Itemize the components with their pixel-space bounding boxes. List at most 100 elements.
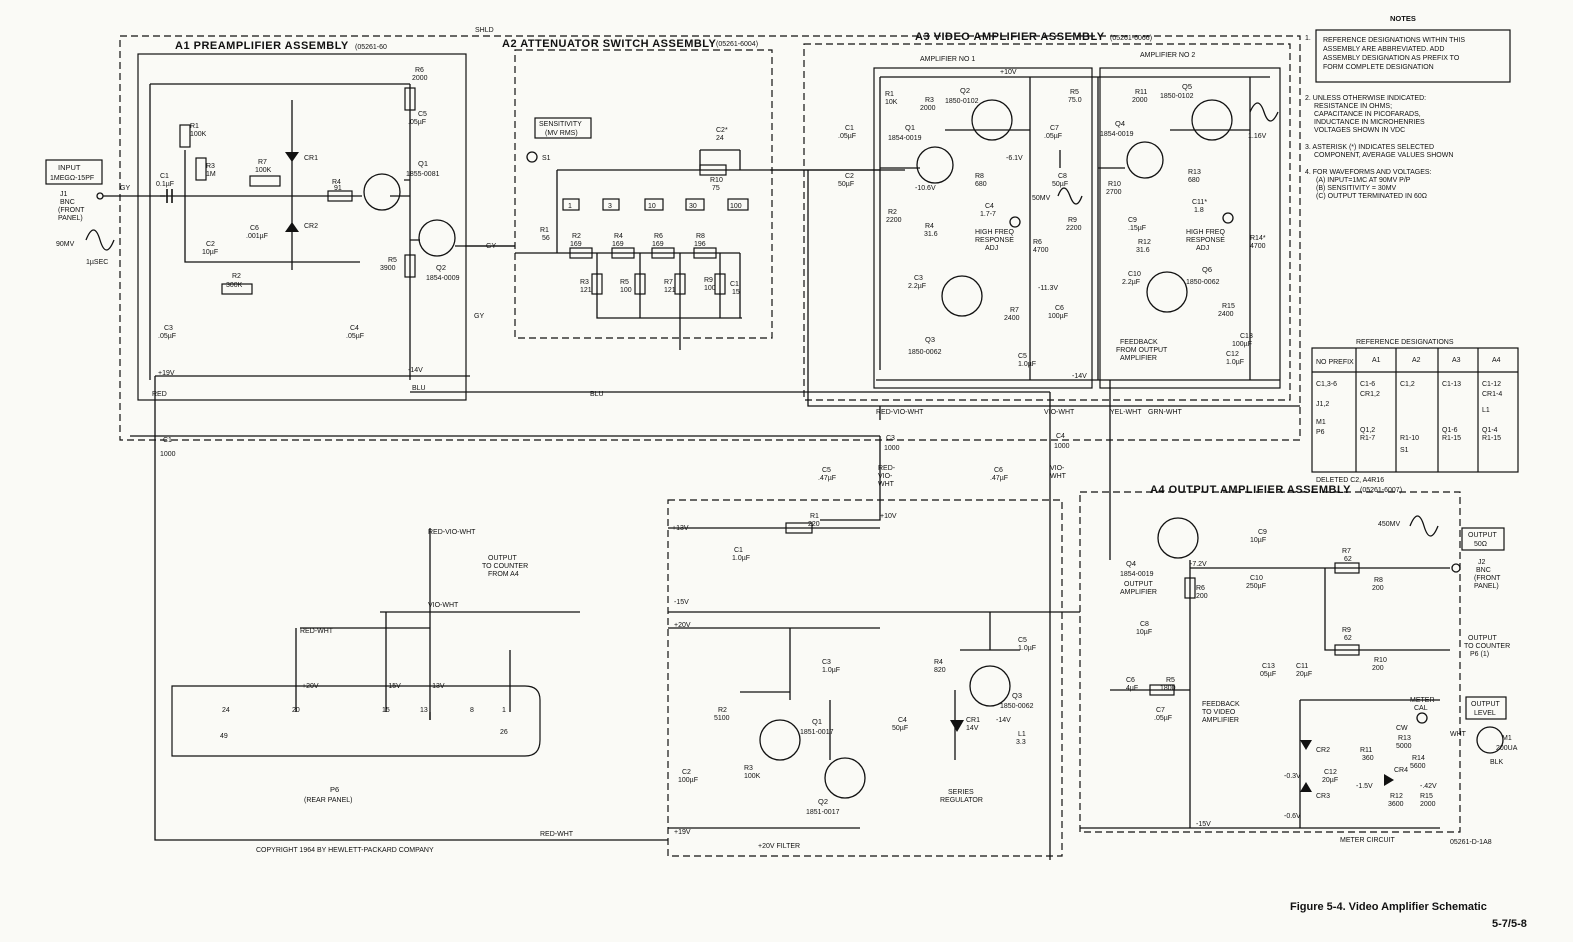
input-period: 1µSEC (86, 259, 108, 266)
ref-r1-c4: CR1-4 (1482, 391, 1502, 398)
a4-c11-ref: C11 (1296, 663, 1308, 670)
ic-rw-2: RED-WHT (540, 831, 574, 838)
j1-bnc: BNC (60, 199, 75, 206)
sens-pos-1[interactable] (562, 198, 580, 211)
psu-cr1-ref: CR1 (966, 717, 980, 724)
psu-series: SERIES (948, 789, 974, 796)
sensitivity-units: (MV RMS) (545, 130, 578, 137)
a4-r8-val: 200 (1372, 585, 1384, 592)
figure-caption: Figure 5-4. Video Amplifier Schematic (1290, 901, 1487, 913)
hf-adj-2-line1: HIGH FREQ (1186, 229, 1225, 236)
meter-cal-adj-icon[interactable] (1416, 712, 1428, 724)
output-label: OUTPUT (1468, 532, 1498, 539)
sens-pos-100[interactable] (727, 198, 749, 211)
note-2-line-2: RESISTANCE IN OHMS; (1314, 103, 1392, 110)
a3-v-m14: -14V (1072, 373, 1087, 380)
psu-p10: +10V (880, 513, 897, 520)
a3-r9-ref: R9 (1068, 217, 1077, 224)
a3-c1-val: .05µF (838, 133, 856, 140)
ref-table-frame (1311, 347, 1519, 473)
a3-r6-ref: R6 (1033, 239, 1042, 246)
a4-r7-val: 62 (1344, 556, 1352, 563)
r3-resistor (195, 157, 207, 181)
a3-fb-line3: AMPLIFIER (1120, 355, 1157, 362)
r6-val: 2000 (412, 75, 428, 82)
s1-switch-icon[interactable] (526, 151, 538, 163)
ref-r0-c2: C1,2 (1400, 381, 1415, 388)
psu-m14: -14V (996, 717, 1011, 724)
sens-pos-3-label: 3 (608, 203, 612, 210)
p6-p20: +20V (302, 683, 319, 690)
to-counter-1: OUTPUT (1468, 635, 1498, 642)
hf-adj-1-line2: RESPONSE (975, 237, 1014, 244)
sens-pos-10[interactable] (644, 198, 664, 211)
sens-pos-100-label: 100 (730, 203, 742, 210)
psu-filter: +20V FILTER (758, 843, 800, 850)
a4-c6-val: 4µF (1126, 685, 1138, 692)
psu-q2-transistor-icon (824, 757, 866, 799)
m1-val: 200UA (1496, 745, 1518, 752)
a3-c9-val: .15µF (1128, 225, 1146, 232)
psu-c5-val: 1.0µF (1018, 645, 1036, 652)
ref-r5-c0: P6 (1316, 429, 1325, 436)
a3-v116: 1.16V (1248, 133, 1267, 140)
a2-r8-val: 196 (694, 241, 706, 248)
p6-body (171, 685, 541, 757)
ref-h-3: A3 (1452, 357, 1461, 364)
p6-label: P6 (330, 785, 339, 794)
output-level-box (1465, 696, 1507, 720)
a4-q4-transistor-icon (1157, 517, 1199, 559)
a4-r9-ref: R9 (1342, 627, 1351, 634)
a3-r14-ref: R14* (1250, 235, 1266, 242)
ref-r4-c0: M1 (1316, 419, 1326, 426)
meter-cal-2: CAL (1414, 705, 1428, 712)
a4-r9-val: 62 (1344, 635, 1352, 642)
q2-transistor-icon (418, 219, 456, 257)
input-waveform-icon (85, 229, 115, 251)
ref-r6-c2: S1 (1400, 447, 1409, 454)
sens-pos-10-label: 10 (648, 203, 656, 210)
m1-meter-icon (1476, 726, 1504, 754)
psu-q1-ref: Q1 (812, 717, 822, 726)
a4-cr3-ref: CR3 (1316, 793, 1330, 800)
a3-v-m61: -6.1V (1006, 155, 1023, 162)
meter-cal-1: METER (1410, 697, 1435, 704)
psu-c5-ref: C5 (1018, 637, 1027, 644)
a3-c8-val: 50µF (1052, 181, 1068, 188)
a3-v10: +10V (1000, 69, 1017, 76)
note-1-num: 1. (1305, 35, 1311, 42)
hf-adj-1-line1: HIGH FREQ (975, 229, 1014, 236)
sens-pos-3[interactable] (602, 198, 620, 211)
q1-fet-icon (363, 173, 401, 211)
p6-otc-1: OUTPUT (488, 555, 518, 562)
a1-c3-ref: C3 (164, 325, 173, 332)
ic-c1-val: 1000 (160, 451, 176, 458)
hf-adj-2-line3: ADJ (1196, 245, 1209, 252)
note-1-line-2: ASSEMBLY ARE ABBREVIATED. ADD (1323, 46, 1444, 53)
psu-q2-ref: Q2 (818, 797, 828, 806)
hf-adj-2-icon[interactable] (1222, 212, 1234, 224)
page-numbers: 5-7/5-8 (1492, 918, 1527, 930)
a2-r5-val: 100 (620, 287, 632, 294)
c5-ref: C5 (418, 111, 427, 118)
a4-cr2-ref: CR2 (1316, 747, 1330, 754)
cr1-ref: CR1 (304, 155, 318, 162)
a3-r2-ref: R2 (888, 209, 897, 216)
c6-val: .001µF (246, 233, 268, 240)
a3-r3-val: 2000 (920, 105, 936, 112)
a2-c1-val: 15 (732, 289, 740, 296)
a3-c4-ref: C4 (985, 203, 994, 210)
a4-c8-ref: C8 (1140, 621, 1149, 628)
a3-r1-ref: R1 (885, 91, 894, 98)
amp1-title: AMPLIFIER NO 1 (920, 56, 975, 63)
hf-adj-1-icon[interactable] (1009, 216, 1021, 228)
a3-c7-val: .05µF (1044, 133, 1062, 140)
input-amplitude: 90MV (56, 241, 75, 248)
a4-r8-ref: R8 (1374, 577, 1383, 584)
a2-r8-ref: R8 (696, 233, 705, 240)
note-4-line-3: (B) SENSITIVITY = 30MV (1316, 185, 1397, 192)
psu-regulator: REGULATOR (940, 797, 983, 804)
a3-c7-ref: C7 (1050, 125, 1059, 132)
output-ohm: 50Ω (1474, 541, 1487, 548)
sens-pos-30[interactable] (685, 198, 705, 211)
